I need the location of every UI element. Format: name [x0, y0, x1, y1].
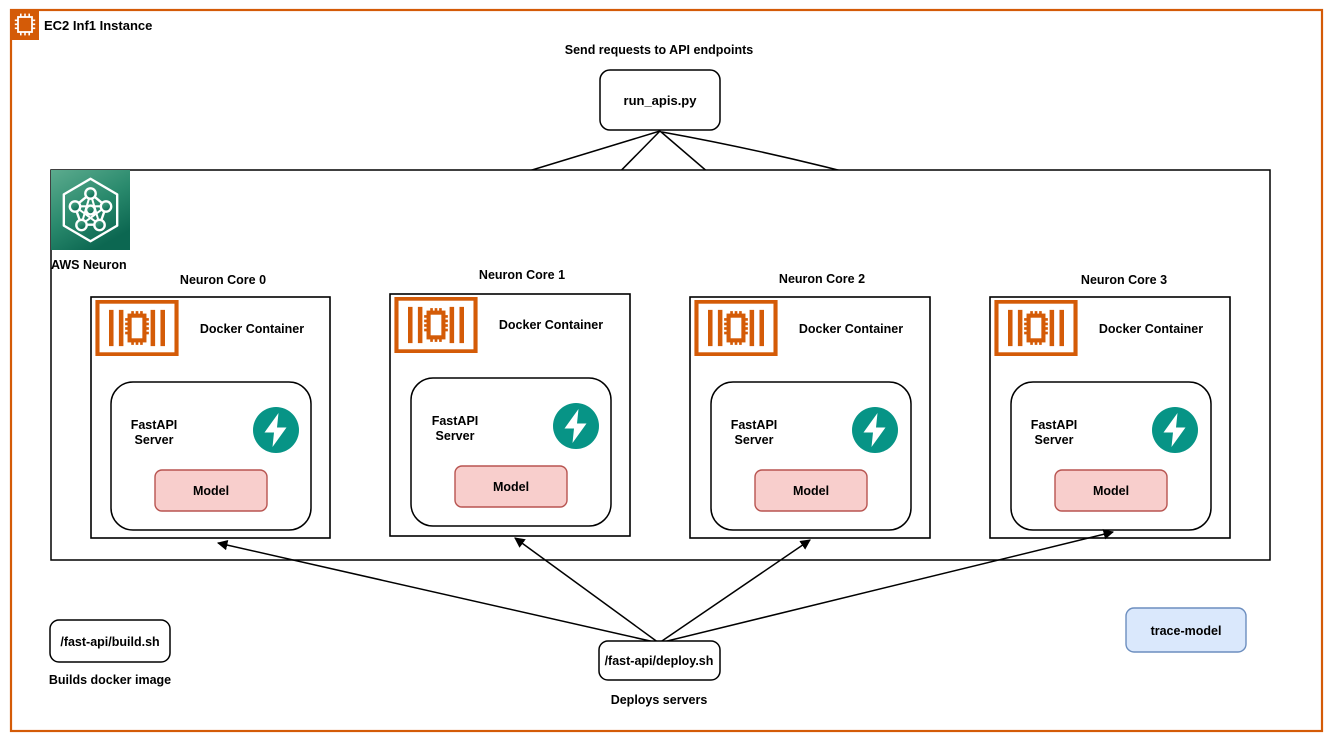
fastapi-bolt-icon: [553, 403, 599, 449]
trace-model-box[interactable]: [1125, 607, 1247, 653]
deploy-script-box[interactable]: [598, 640, 721, 681]
fastapi-server-1-label-line1: FastAPI: [432, 414, 479, 428]
fastapi-server-0-label-line1: FastAPI: [131, 418, 178, 432]
fastapi-bolt-icon: [253, 407, 299, 453]
fastapi-server-0-label-line2: Server: [135, 433, 174, 447]
fastapi-server-1-label-line2: Server: [436, 429, 475, 443]
docker-container-3[interactable]: Docker Container FastAPI Server Model: [989, 296, 1231, 539]
trace-model-label: trace-model: [1151, 624, 1222, 638]
inferentia-chip-icon: [996, 302, 1075, 355]
neuron-core-2-label: Neuron Core 2: [779, 272, 865, 286]
fastapi-server-2-label-line2: Server: [735, 433, 774, 447]
deploy-caption: Deploys servers: [611, 693, 708, 707]
model-box-0[interactable]: [154, 469, 268, 512]
deploy-script-label: /fast-api/deploy.sh: [605, 654, 714, 668]
build-script-label: /fast-api/build.sh: [60, 635, 159, 649]
model-1-label: Model: [493, 480, 529, 494]
run-apis-label: run_apis.py: [624, 93, 698, 108]
inferentia-chip-icon: [97, 302, 176, 355]
page-title: EC2 Inf1 Instance: [44, 18, 152, 33]
fastapi-bolt-icon: [852, 407, 898, 453]
arrow-deploy-to-container-2: [658, 539, 811, 644]
build-caption: Builds docker image: [49, 673, 171, 687]
ec2-instance-boundary: [9, 8, 1324, 733]
docker-container-0[interactable]: Docker Container FastAPI Server Model: [90, 296, 331, 539]
aws-neuron-hexagon-icon: [51, 170, 130, 250]
neuron-core-0-label: Neuron Core 0: [180, 273, 266, 287]
docker-container-2[interactable]: Docker Container FastAPI Server Model: [689, 296, 931, 539]
arrow-deploy-to-container-1: [514, 537, 660, 644]
neuron-core-1-label: Neuron Core 1: [479, 268, 565, 282]
model-0-label: Model: [193, 484, 229, 498]
docker-container-2-label: Docker Container: [799, 322, 903, 336]
inferentia-chip-icon: [396, 299, 475, 352]
aws-neuron-label: AWS Neuron: [51, 258, 127, 272]
send-requests-caption: Send requests to API endpoints: [565, 43, 753, 57]
model-box-3[interactable]: [1054, 469, 1168, 512]
model-box-2[interactable]: [754, 469, 868, 512]
run-apis-box[interactable]: [599, 69, 721, 131]
model-2-label: Model: [793, 484, 829, 498]
fastapi-server-2-label-line1: FastAPI: [731, 418, 778, 432]
build-script-box[interactable]: [49, 619, 171, 663]
fastapi-server-3-label-line1: FastAPI: [1031, 418, 1078, 432]
fastapi-server-3-label-line2: Server: [1035, 433, 1074, 447]
neuron-core-3-label: Neuron Core 3: [1081, 273, 1167, 287]
docker-container-1[interactable]: Docker Container FastAPI Server Model: [389, 293, 631, 537]
model-box-1[interactable]: [454, 465, 568, 508]
fastapi-bolt-icon: [1152, 407, 1198, 453]
arrow-deploy-to-container-0: [216, 539, 660, 644]
arrow-deploy-to-container-3: [658, 529, 1115, 644]
model-3-label: Model: [1093, 484, 1129, 498]
docker-container-0-label: Docker Container: [200, 322, 304, 336]
inferentia-chip-icon: [696, 302, 775, 355]
docker-container-3-label: Docker Container: [1099, 322, 1203, 336]
docker-container-1-label: Docker Container: [499, 318, 603, 332]
chip-icon: [11, 10, 39, 40]
